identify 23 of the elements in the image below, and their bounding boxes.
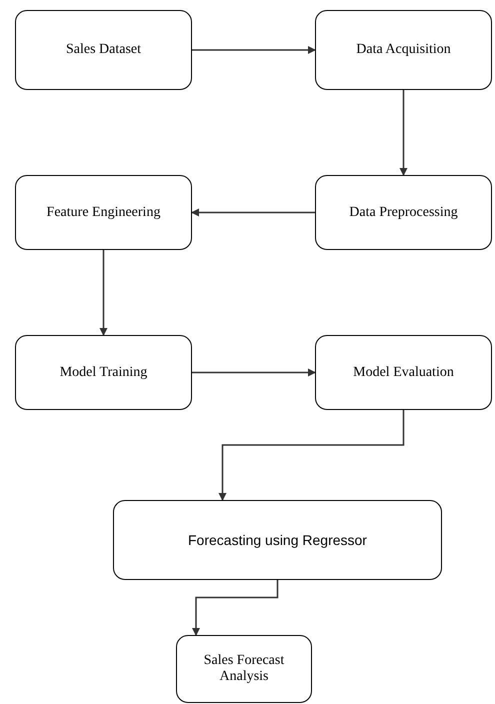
box-label: Data Preprocessing [349,204,458,220]
box-label: Model Evaluation [353,364,454,380]
box-label: Model Training [60,364,148,380]
arrow [192,580,278,636]
process-box [15,335,192,410]
process-box [315,335,492,410]
arrow [192,368,316,376]
box-label: Feature Engineering [46,204,160,220]
process-box [315,175,492,250]
arrow [218,410,404,501]
process-box [113,500,442,580]
box-label: Sales Dataset [66,42,142,58]
arrow [191,208,315,216]
arrow [400,90,408,176]
arrow [100,250,108,336]
process-box [15,10,192,90]
box-label: Sales Forecast Analysis [202,653,286,685]
process-box [176,635,312,703]
process-box [315,10,492,90]
box-label: Forecasting using Regressor [188,532,367,548]
process-box [15,175,192,250]
box-label: Data Acquisition [356,42,451,58]
arrow [192,46,316,54]
